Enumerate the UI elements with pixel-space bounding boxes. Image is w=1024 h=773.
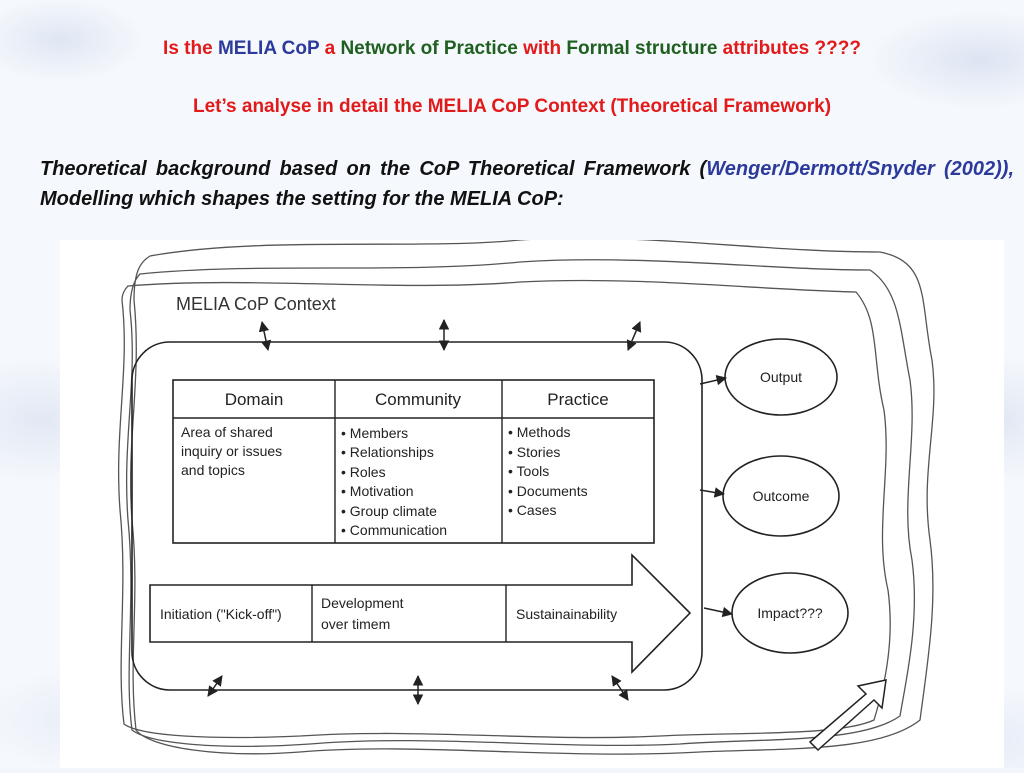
community-item: • Communication: [341, 522, 447, 538]
result-impact: Impact???: [731, 572, 849, 654]
paragraph-lead: Theoretical background based on the CoP …: [40, 158, 707, 180]
domain-item: Area of shared: [181, 424, 273, 440]
slide-title: Is the MELIA CoP a Network of Practice w…: [0, 38, 1024, 60]
practice-item: • Stories: [508, 444, 560, 460]
arrow-to-output: [699, 375, 728, 386]
community-item: • Group climate: [341, 503, 437, 519]
paragraph-tail: Modelling which shapes the setting for t…: [40, 188, 564, 210]
result-outcome-label: Outcome: [753, 488, 810, 504]
phase-development-line2: over timem: [321, 616, 390, 632]
community-item: • Members: [341, 425, 408, 441]
result-impact-label: Impact???: [757, 605, 823, 621]
intro-paragraph: Theoretical background based on the CoP …: [40, 154, 1014, 214]
community-item: • Motivation: [341, 483, 414, 499]
context-label: MELIA CoP Context: [176, 294, 336, 314]
practice-item: • Documents: [508, 483, 588, 499]
paragraph-citation: Wenger/Dermott/Snyder (2002)),: [706, 158, 1014, 180]
phase-development: Development: [321, 595, 404, 611]
title-part-5: with: [523, 38, 562, 59]
community-item: • Roles: [341, 464, 386, 480]
practice-item: • Cases: [508, 502, 556, 518]
title-part-2: MELIA CoP: [217, 38, 320, 59]
outward-arrow: [808, 679, 887, 752]
lifecycle-arrow: Initiation ("Kick-off") Development over…: [149, 553, 692, 674]
domain-item: inquiry or issues: [181, 443, 282, 459]
result-output: Output: [724, 338, 838, 416]
phase-initiation: Initiation ("Kick-off"): [160, 606, 282, 622]
context-boundary-outer: [130, 237, 935, 755]
title-part-7: attributes ????: [722, 38, 861, 59]
slide-subtitle: Let’s analyse in detail the MELIA CoP Co…: [192, 96, 832, 117]
phase-sustainability: Sustainainability: [516, 606, 617, 622]
exchange-arrow-top-right: [626, 321, 642, 351]
domain-item: and topics: [181, 462, 245, 478]
arrow-to-outcome: [699, 487, 726, 498]
title-part-4: Network of Practice: [340, 38, 518, 59]
context-boundary-middle: [126, 259, 916, 747]
context-boundary-inner: [118, 279, 891, 739]
title-part-6: Formal structure: [566, 38, 718, 59]
exchange-arrow-bottom-right: [611, 675, 629, 701]
column-header-community: Community: [375, 390, 461, 409]
practice-item: • Tools: [508, 463, 549, 479]
exchange-arrow-top-left: [258, 320, 272, 352]
framework-diagram: MELIA CoP Context Domain Community Pract…: [60, 237, 1004, 768]
exchange-arrow-bottom-left: [207, 675, 223, 697]
community-item: • Relationships: [341, 444, 434, 460]
practice-item: • Methods: [508, 424, 571, 440]
column-header-practice: Practice: [547, 390, 608, 409]
column-header-domain: Domain: [225, 390, 284, 409]
arrow-to-impact: [703, 606, 734, 618]
cop-elements-table: Domain Community Practice Area of shared…: [172, 379, 655, 544]
result-output-label: Output: [760, 369, 802, 385]
title-part-3: a: [324, 38, 336, 59]
title-part-1: Is the: [163, 38, 213, 59]
framework-diagram-svg: MELIA CoP Context Domain Community Pract…: [118, 237, 935, 755]
result-outcome: Outcome: [722, 455, 840, 537]
